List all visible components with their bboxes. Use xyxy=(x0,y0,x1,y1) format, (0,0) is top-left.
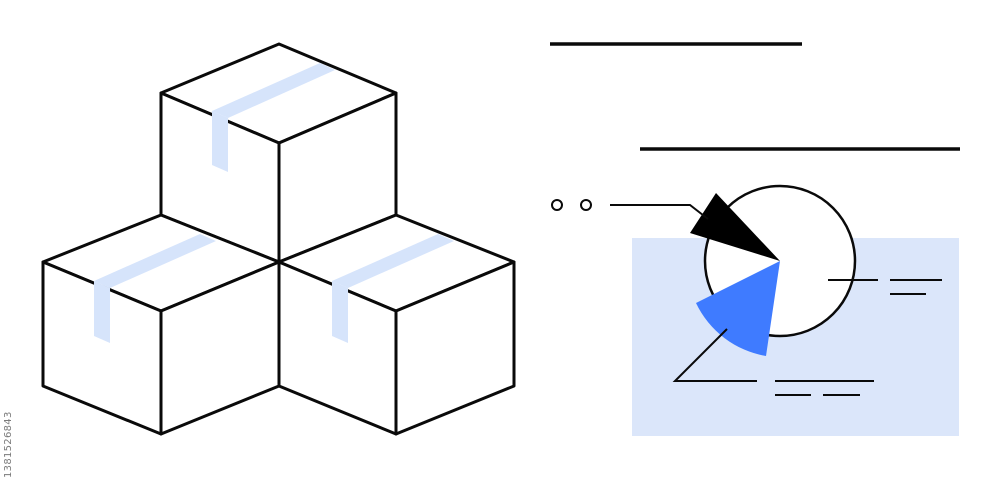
top-box-tape-lid xyxy=(212,63,335,118)
dot-two xyxy=(580,199,592,211)
right-box-tape-lid xyxy=(332,234,454,288)
top-box-tape-side xyxy=(212,111,228,172)
right-box-right-face xyxy=(394,260,516,436)
pie-slice-blue xyxy=(696,261,780,356)
top-box xyxy=(159,42,398,264)
left-box-tape-side xyxy=(94,281,110,343)
callout-line-bottom xyxy=(672,328,757,382)
chart-panel xyxy=(550,42,960,436)
pie-slice-black xyxy=(690,193,780,261)
right-box xyxy=(277,213,516,436)
callout-line-top xyxy=(610,204,709,220)
dot-one xyxy=(551,199,563,211)
left-box xyxy=(41,213,281,436)
left-box-tape-lid xyxy=(94,234,216,288)
right-box-tape-side xyxy=(332,281,348,343)
stock-id-label: 1381526843 xyxy=(3,411,14,478)
stacked-boxes xyxy=(41,42,516,436)
